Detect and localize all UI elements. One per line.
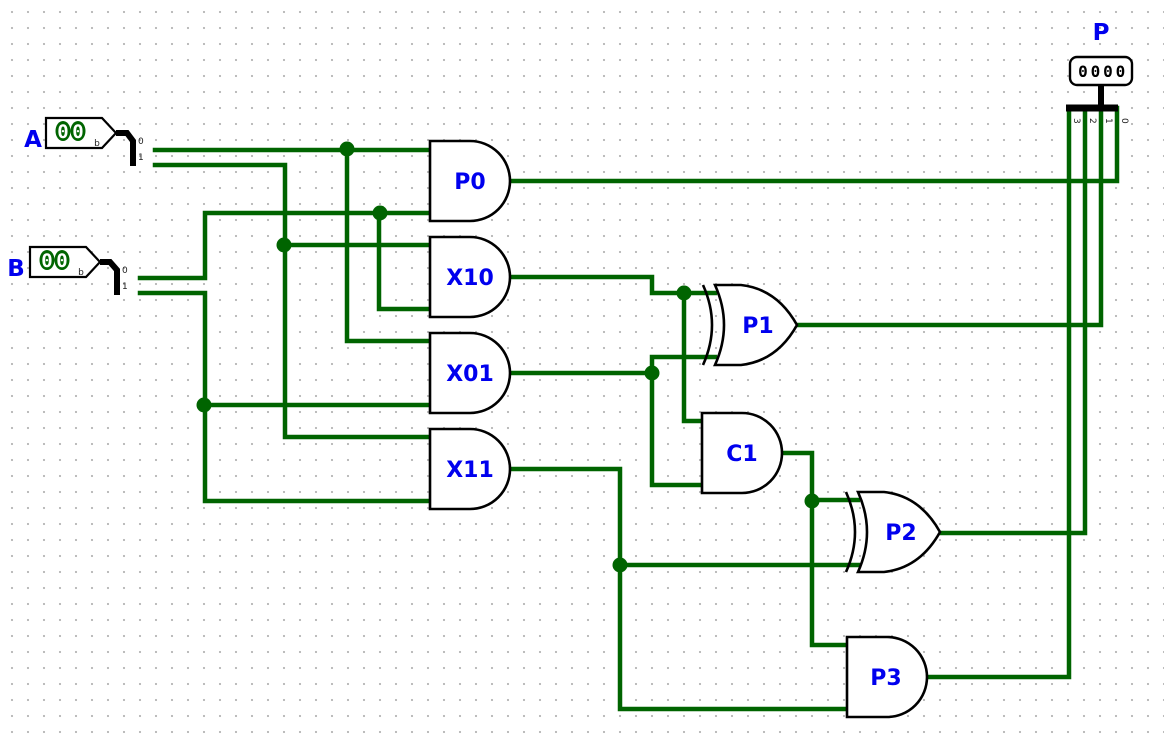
input-bit-toggle[interactable]: [70, 121, 86, 141]
xor-gate-body: [855, 490, 942, 574]
input-bit-value: 0: [57, 121, 68, 143]
gate-p3[interactable]: P3: [845, 635, 929, 719]
wire-c1[interactable]: [777, 450, 861, 503]
wire-b0[interactable]: [137, 210, 433, 281]
xor-gate-arc: [701, 284, 714, 366]
gate-label-x01: X01: [446, 362, 494, 387]
gate-label-p2: P2: [885, 521, 916, 546]
junction-x11: [612, 557, 628, 573]
wire-p3-out[interactable]: [921, 105, 1072, 680]
input-bit-value: 0: [41, 250, 52, 272]
input-bit-toggle[interactable]: [55, 121, 71, 141]
junction-x01: [644, 365, 660, 381]
and-gate-body: [428, 139, 512, 223]
wire-b1[interactable]: [137, 290, 433, 504]
gate-x01[interactable]: X01: [428, 331, 512, 415]
output-bit-label: 0: [1119, 118, 1129, 124]
splitter-bus: [100, 259, 120, 295]
wire-p1-out[interactable]: [793, 105, 1104, 328]
junction-a0: [339, 141, 355, 157]
output-bit-value: 0: [1103, 62, 1113, 81]
splitter-bit-label: 1: [122, 282, 128, 292]
wire-c1-p3[interactable]: [809, 497, 850, 648]
and-gate-body: [845, 635, 929, 719]
wire-p0-out[interactable]: [505, 105, 1120, 184]
junction-b1: [196, 397, 212, 413]
wire-x10-c1[interactable]: [681, 290, 705, 424]
radix-indicator: b: [94, 139, 100, 149]
and-gate-body: [428, 427, 512, 511]
gate-p2[interactable]: P2: [844, 490, 942, 574]
gate-x10[interactable]: X10: [428, 235, 512, 319]
output-bit-value: 0: [1091, 62, 1101, 81]
gate-label-c1: C1: [726, 442, 757, 467]
gate-label-x10: X10: [446, 266, 494, 291]
junction-x10: [676, 285, 692, 301]
gate-p1[interactable]: P1: [701, 283, 799, 367]
wires: [137, 105, 1120, 712]
wire-x11-p3[interactable]: [617, 562, 850, 712]
wire-a1[interactable]: [152, 162, 433, 440]
output-bit-label: 2: [1087, 118, 1097, 124]
input-bit-toggle[interactable]: [39, 250, 55, 270]
xor-gate-arc: [844, 491, 857, 573]
input-bit-toggle[interactable]: [54, 250, 70, 270]
input-bit-value: 0: [56, 250, 67, 272]
input-label-a: A: [24, 127, 42, 153]
junction-b0: [372, 205, 388, 221]
wire-b0-x10[interactable]: [376, 210, 433, 312]
splitter-bus: [116, 130, 136, 166]
and-gate-body: [700, 411, 784, 495]
and-gate-body: [428, 331, 512, 415]
gate-label-p1: P1: [742, 314, 773, 339]
splitter-bit-label: 1: [138, 153, 144, 163]
gate-label-x11: X11: [446, 458, 494, 483]
gate-p0[interactable]: P0: [428, 139, 512, 223]
output-bit-value: 0: [1078, 62, 1088, 81]
junction-a1: [276, 237, 292, 253]
input-label-b: B: [7, 256, 25, 282]
junction-c1: [804, 493, 820, 509]
gate-c1[interactable]: C1: [700, 411, 784, 495]
output-bit-label: 3: [1071, 118, 1081, 124]
gate-label-p0: P0: [454, 170, 485, 195]
wire-p2-out[interactable]: [937, 105, 1088, 536]
wire-x01[interactable]: [505, 354, 718, 376]
wire-x11[interactable]: [505, 466, 861, 568]
xor-gate-body: [712, 283, 799, 367]
gate-x11[interactable]: X11: [428, 427, 512, 511]
output-bit-value: 0: [1116, 62, 1126, 81]
splitter-bit-label: 0: [138, 137, 144, 147]
wire-x01-c1[interactable]: [649, 370, 705, 488]
radix-indicator: b: [78, 268, 84, 278]
and-gate-body: [428, 235, 512, 319]
splitter-bit-label: 0: [122, 266, 128, 276]
output-label-p: P: [1093, 20, 1110, 46]
input-bit-value: 0: [72, 121, 83, 143]
output-bit-label: 1: [1103, 118, 1113, 124]
gate-label-p3: P3: [870, 666, 901, 691]
